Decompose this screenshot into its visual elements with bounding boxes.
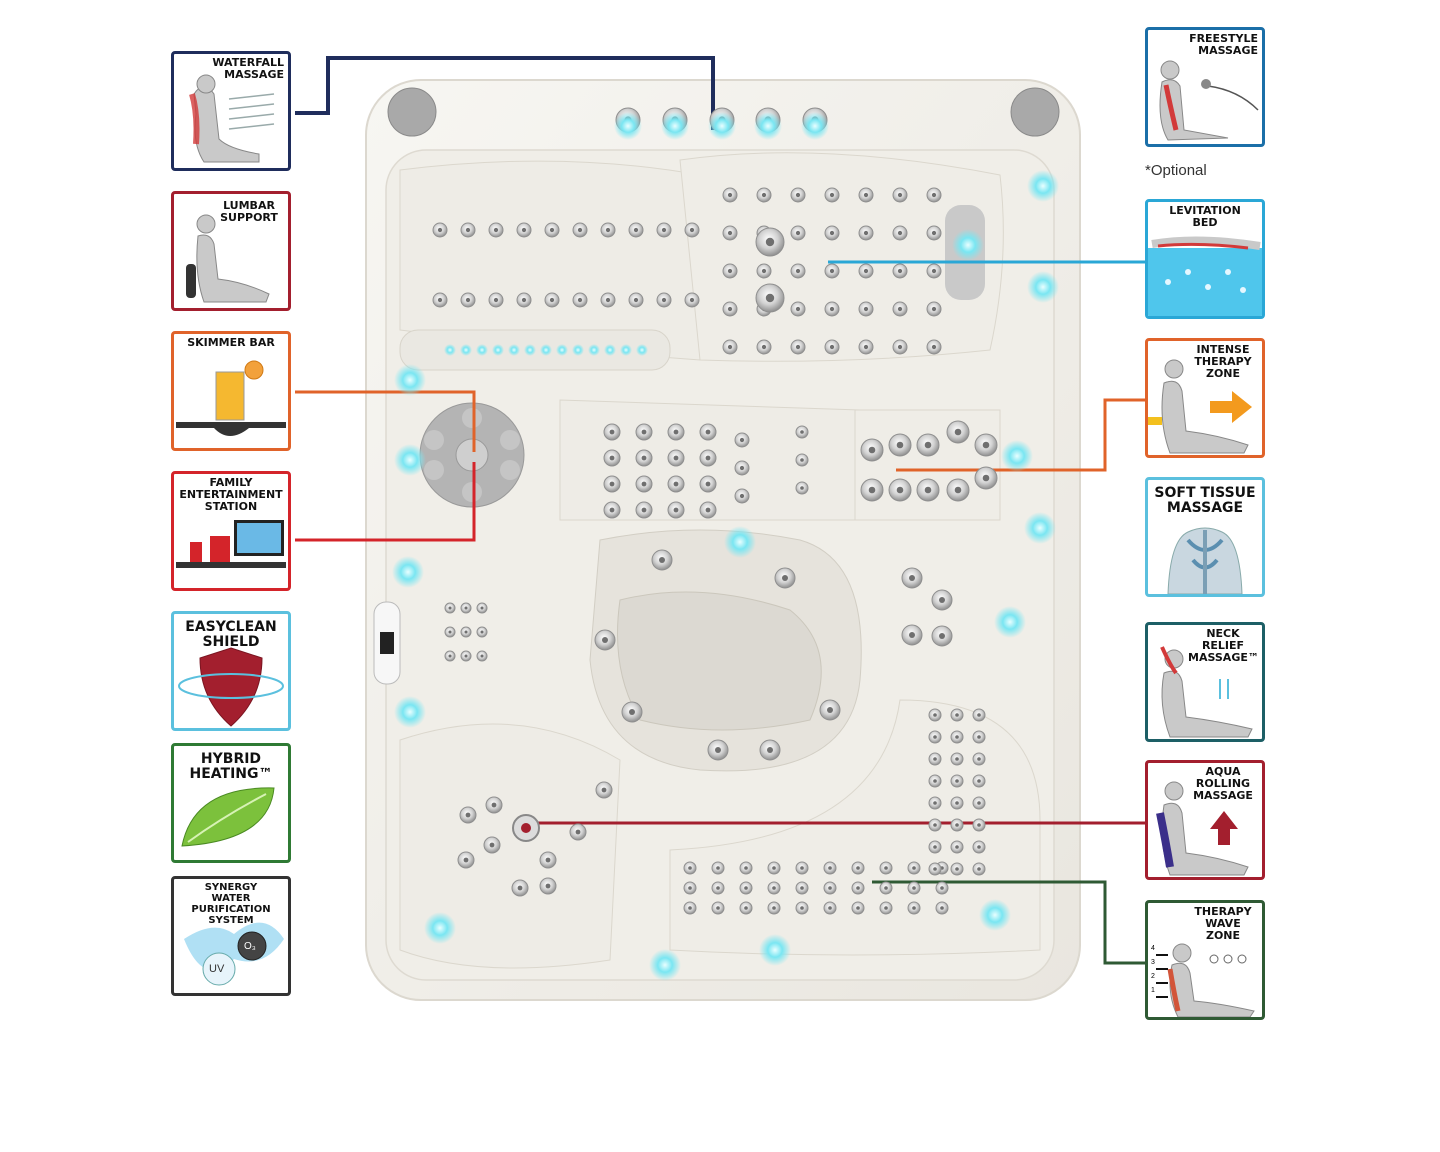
cup-holder [387, 87, 437, 137]
connector-therapy [872, 880, 1146, 965]
aqua-rolling-title: AQUA ROLLING MASSAGE [1193, 765, 1253, 802]
easyclean-shield-title: EASYCLEAN SHIELD [185, 619, 277, 650]
intense-therapy-title: INTENSE THERAPY ZONE [1194, 343, 1252, 380]
card-family-entertainment: FAMILY ENTERTAINMENT STATION [171, 471, 291, 591]
connector-family [295, 462, 476, 542]
led-light [444, 344, 456, 356]
connector-intense [896, 398, 1146, 472]
waterfall-massage-icon [189, 74, 275, 163]
led-light [1027, 271, 1059, 303]
optional-note: *Optional [1145, 162, 1207, 179]
skimmer-bar-icon [176, 360, 286, 436]
lights-layer [392, 112, 1059, 981]
led-light [524, 344, 536, 356]
led-light [588, 344, 600, 356]
card-hybrid-heating: HYBRID HEATING™ [171, 743, 291, 863]
led-light [1001, 440, 1033, 472]
card-neck-relief: NECK RELIEF MASSAGE™ [1145, 622, 1265, 742]
wave-scale-4: 4 [1151, 945, 1155, 952]
aqua-rolling-icon [1156, 781, 1249, 876]
family-entertainment-icon [176, 520, 286, 568]
shield-icon [178, 647, 284, 727]
intense-therapy-seat [854, 409, 1001, 521]
led-light [556, 344, 568, 356]
card-freestyle-massage: FREESTYLE MASSAGE [1145, 27, 1265, 147]
intense-therapy-icon [1148, 359, 1252, 454]
led-light [424, 912, 456, 944]
connector-waterfall [295, 56, 715, 130]
soft-tissue-title: SOFT TISSUE MASSAGE [1154, 485, 1256, 516]
led-light [620, 344, 632, 356]
card-aqua-rolling: AQUA ROLLING MASSAGE [1145, 760, 1265, 880]
corner-seat [399, 723, 621, 969]
led-light [1027, 170, 1059, 202]
neck-relief-title: NECK RELIEF MASSAGE™ [1188, 627, 1259, 664]
card-soft-tissue: SOFT TISSUE MASSAGE [1145, 477, 1265, 597]
led-light [394, 364, 426, 396]
led-light [754, 112, 782, 140]
o3-badge: O₃ [244, 941, 256, 952]
led-light [724, 526, 756, 558]
card-lumbar-support: LUMBAR SUPPORT [171, 191, 291, 311]
led-light [394, 444, 426, 476]
led-light [801, 112, 829, 140]
led-light [649, 949, 681, 981]
led-light [476, 344, 488, 356]
card-waterfall-massage: WATERFALL MASSAGE [171, 51, 291, 171]
led-light [394, 696, 426, 728]
led-light [392, 556, 424, 588]
wave-scale-2: 2 [1151, 973, 1155, 980]
led-light [661, 112, 689, 140]
back-muscles-icon [1167, 527, 1243, 594]
connector-skimmer [295, 390, 476, 452]
neck-relief-icon [1160, 646, 1253, 738]
waterfall-massage-title: WATERFALL MASSAGE [212, 56, 284, 81]
card-synergy-purification: SYNERGY WATER PURIFICATION SYSTEM UV O₃ [171, 876, 291, 996]
levitation-bed-icon [1148, 236, 1262, 316]
card-intense-therapy: INTENSE THERAPY ZONE [1145, 338, 1265, 458]
lumbar-support-title: LUMBAR SUPPORT [220, 199, 278, 224]
jets-layer [432, 107, 998, 915]
therapy-wave-icon [1156, 943, 1255, 1017]
led-light [460, 344, 472, 356]
led-light [540, 344, 552, 356]
freestyle-massage-title: FREESTYLE MASSAGE [1189, 32, 1258, 57]
card-levitation-bed: LEVITATION BED [1145, 199, 1265, 319]
led-light [508, 344, 520, 356]
synergy-title: SYNERGY WATER PURIFICATION SYSTEM [191, 882, 271, 926]
lumbar-support-icon [186, 214, 270, 303]
uv-badge: UV [209, 963, 225, 975]
card-skimmer-bar: SKIMMER BAR [171, 331, 291, 451]
led-light [614, 112, 642, 140]
led-light [604, 344, 616, 356]
led-light [1024, 512, 1056, 544]
led-light [708, 112, 736, 140]
skimmer-bar-title: SKIMMER BAR [187, 336, 275, 349]
wave-scale-1: 1 [1151, 987, 1155, 994]
led-light [492, 344, 504, 356]
cup-holder [1010, 87, 1060, 137]
family-entertainment-title: FAMILY ENTERTAINMENT STATION [179, 476, 283, 513]
leaf-icon [181, 787, 275, 847]
led-light [952, 229, 984, 261]
led-light [572, 344, 584, 356]
freestyle-massage-icon [1159, 60, 1259, 141]
hybrid-heating-title: HYBRID HEATING™ [189, 751, 273, 782]
card-easyclean-shield: EASYCLEAN SHIELD [171, 611, 291, 731]
wave-scale-3: 3 [1151, 959, 1155, 966]
led-light [994, 606, 1026, 638]
led-light [636, 344, 648, 356]
levitation-bed-title: LEVITATION BED [1169, 204, 1241, 229]
led-light [759, 934, 791, 966]
therapy-wave-title: THERAPY WAVE ZONE [1194, 905, 1252, 942]
card-therapy-wave: THERAPY WAVE ZONE 4 3 2 1 [1145, 900, 1265, 1020]
water-splash-icon [184, 922, 284, 986]
led-light [979, 899, 1011, 931]
